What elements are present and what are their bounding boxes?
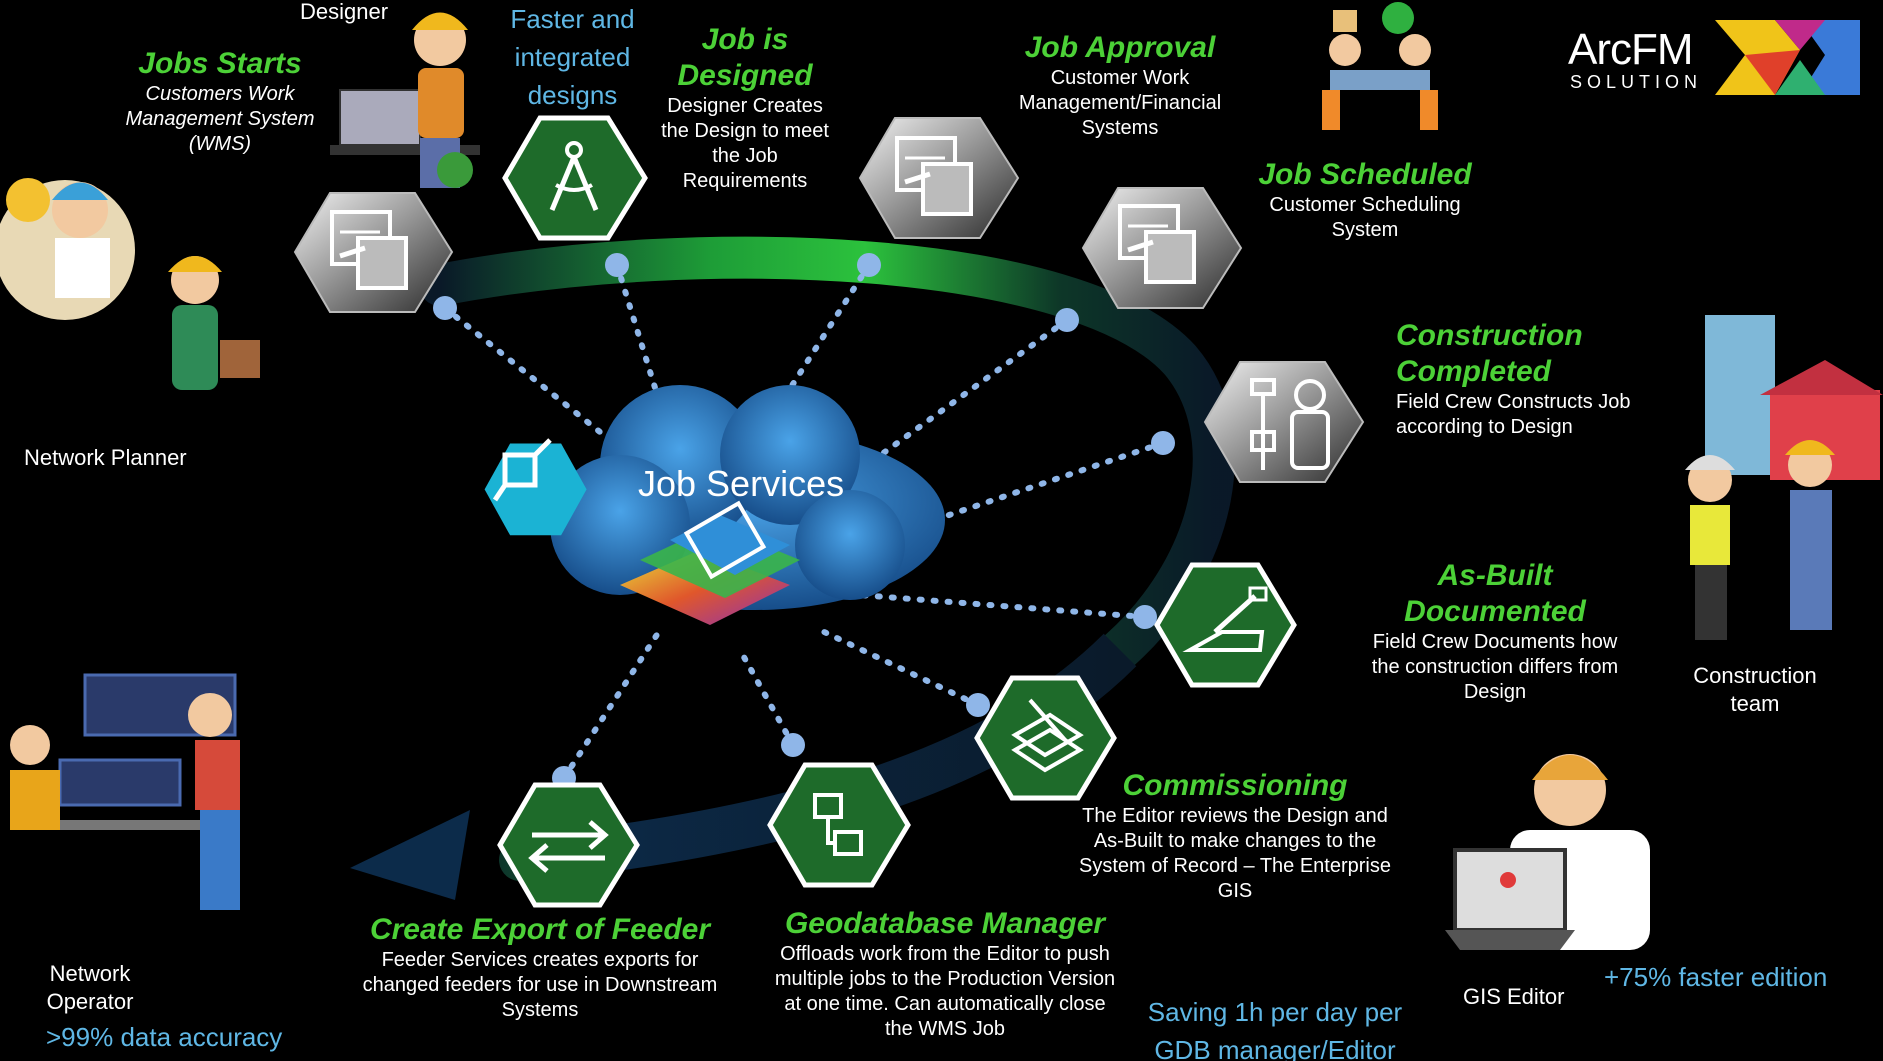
role-construction-team: Construction team — [1670, 662, 1840, 718]
stage-geodatabase-manager: Geodatabase Manager Offloads work from t… — [755, 906, 1135, 1042]
network-operator-illustration — [10, 673, 240, 910]
stage-desc-line: Requirements — [682, 170, 808, 192]
stage-title-line: Completed — [1396, 355, 1552, 388]
role-line: team — [1730, 691, 1780, 716]
field-crew-hex — [1203, 361, 1365, 483]
stage-desc-line: according to Design — [1396, 416, 1573, 438]
stage-job-designed: Job is Designed Designer Creates the Des… — [630, 22, 860, 194]
logo-sub-text: SOLUTION — [1570, 72, 1703, 92]
stage-commissioning: Commissioning The Editor reviews the Des… — [1060, 768, 1410, 904]
stage-title: Geodatabase Manager — [784, 907, 1106, 940]
stage-desc-line: System of Record – The Enterprise — [1079, 855, 1391, 877]
stage-desc-line: the Design to meet — [661, 120, 829, 142]
stage-desc-line: Customers Work — [145, 83, 295, 105]
stage-desc-line: the WMS Job — [884, 1018, 1006, 1040]
bucket-truck-hex — [1154, 562, 1297, 688]
stage-construction-completed: Construction Completed Field Crew Constr… — [1396, 318, 1676, 440]
stage-desc-line: Field Crew Documents how — [1372, 631, 1618, 653]
stat-line: Saving 1h per day per — [1147, 997, 1403, 1027]
stat-line: Faster and — [510, 4, 635, 34]
stage-desc-line: System — [1331, 219, 1399, 241]
meeting-illustration — [1322, 2, 1438, 130]
stage-title: Jobs Starts — [138, 47, 302, 80]
stage-title-line: Designed — [677, 59, 813, 92]
stage-desc-line: the construction differs from — [1371, 656, 1619, 678]
stage-title-line: Construction — [1396, 319, 1583, 352]
database-flow-hex — [767, 762, 911, 888]
stage-desc-line: Offloads work from the Editor to push — [780, 943, 1110, 965]
form-hex-job-approval — [858, 117, 1020, 239]
stat-line: GDB manager/Editor — [1154, 1035, 1396, 1061]
stage-desc-line: Management/Financial — [1018, 92, 1222, 114]
stage-desc-line: the Job — [712, 145, 778, 167]
construction-team-illustration — [1685, 315, 1883, 640]
stage-desc-line: at one time. Can automatically close — [784, 993, 1106, 1015]
exchange-hex — [497, 782, 640, 908]
stage-title: Job Scheduled — [1258, 158, 1472, 191]
role-line: Operator — [46, 989, 134, 1014]
stage-desc-line: Systems — [501, 999, 579, 1021]
stage-desc-line: (WMS) — [188, 133, 252, 155]
stage-jobs-starts: Jobs Starts Customers Work Management Sy… — [120, 46, 320, 157]
role-designer: Designer — [300, 0, 389, 24]
stage-desc-line: Design — [1463, 681, 1527, 703]
stage-title-line: As-Built — [1437, 559, 1553, 592]
stage-desc-line: changed feeders for use in Downstream — [362, 974, 718, 996]
stage-as-built: As-Built Documented Field Crew Documents… — [1355, 558, 1635, 705]
connector-endpoints — [433, 253, 1175, 790]
role-network-operator: Network Operator — [40, 960, 140, 1016]
job-services-label: Job Services — [638, 463, 845, 504]
engineer-illustration — [0, 178, 135, 320]
job-services-cloud — [550, 385, 945, 625]
stage-desc-line: Customer Scheduling — [1269, 194, 1461, 216]
stage-desc-line: As-Built to make changes to the — [1093, 830, 1377, 852]
stage-desc-line: Feeder Services creates exports for — [381, 949, 699, 971]
stage-desc-line: GIS — [1217, 880, 1253, 902]
stat-line: integrated — [514, 42, 631, 72]
stage-job-scheduled: Job Scheduled Customer Scheduling System — [1245, 157, 1485, 243]
stat-line: designs — [527, 80, 618, 110]
role-line: Network — [49, 961, 131, 986]
logo-main-text: ArcFM — [1568, 25, 1694, 74]
workflow-arrowhead — [350, 810, 470, 900]
stat-data-accuracy: >99% data accuracy — [46, 1022, 283, 1052]
network-planner-illustration — [168, 256, 260, 390]
stat-faster-edition: +75% faster edition — [1604, 962, 1828, 992]
role-network-planner: Network Planner — [24, 445, 187, 470]
stage-title: Create Export of Feeder — [369, 913, 711, 946]
stat-faster-designs: Faster and integrated designs — [505, 0, 640, 114]
gis-editor-illustration — [1445, 754, 1650, 950]
compass-hex — [502, 115, 648, 241]
stage-create-export: Create Export of Feeder Feeder Services … — [345, 912, 735, 1023]
stat-saving-time: Saving 1h per day per GDB manager/Editor — [1130, 993, 1420, 1061]
stage-desc-line: Management System — [125, 108, 315, 130]
stage-title-line: Documented — [1404, 595, 1586, 628]
stage-desc-line: Designer Creates — [667, 95, 823, 117]
role-line: Construction — [1693, 663, 1817, 688]
layers-edit-hex — [974, 675, 1117, 801]
role-gis-editor: GIS Editor — [1463, 984, 1565, 1009]
stage-desc-line: Customer Work — [1050, 67, 1190, 89]
stage-title: Job Approval — [1024, 31, 1216, 64]
arcfm-logo-mark — [1715, 20, 1860, 95]
workflow-hex — [484, 438, 587, 536]
arcfm-logo: ArcFM SOLUTION — [1568, 20, 1868, 98]
stage-desc-line: Field Crew Constructs Job — [1396, 391, 1631, 413]
form-hex-job-scheduled — [1081, 187, 1243, 309]
form-hex-jobs-start — [293, 192, 454, 313]
stage-job-approval: Job Approval Customer Work Management/Fi… — [1000, 30, 1240, 141]
stage-desc-line: The Editor reviews the Design and — [1082, 805, 1388, 827]
stage-desc-line: multiple jobs to the Production Version — [774, 968, 1116, 990]
designer-illustration — [330, 12, 480, 188]
stage-desc-line: Systems — [1081, 117, 1159, 139]
stage-title: Commissioning — [1122, 769, 1348, 802]
stage-title-line: Job is — [701, 23, 789, 56]
